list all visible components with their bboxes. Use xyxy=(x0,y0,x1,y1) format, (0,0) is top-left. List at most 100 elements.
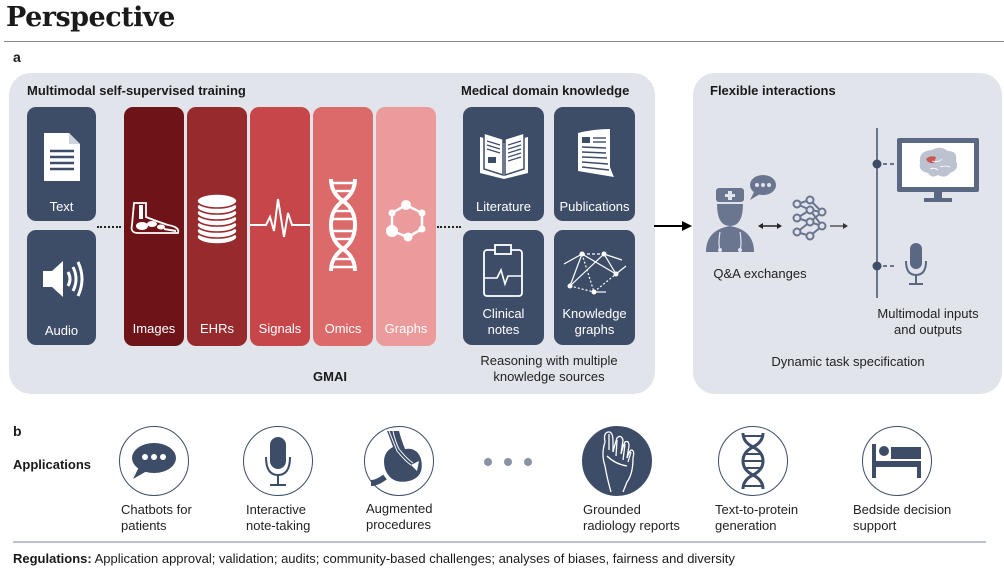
app-caption-line2: procedures xyxy=(366,517,432,532)
knowledge-caption-line1: Reasoning with multiple xyxy=(480,353,618,368)
qa-exchange-graphic xyxy=(706,175,848,252)
foot-xray-icon xyxy=(602,431,635,492)
app-caption-line1: Interactive xyxy=(246,502,306,517)
modality-label-ehrs: EHRs xyxy=(200,321,234,336)
chat-bubble-icon xyxy=(132,443,176,479)
knowledge-tile-publications: Publications xyxy=(554,107,635,221)
io-caption-line1: Multimodal inputs xyxy=(877,306,979,321)
knowledge-tile-knowledge-graphs: Knowledge graphs xyxy=(554,230,635,345)
app-caption-line1: Chatbots for xyxy=(121,502,192,517)
app-bedside xyxy=(862,426,932,496)
dna-icon xyxy=(328,178,358,272)
knowledge-label-knowledge-graphs-2: graphs xyxy=(574,322,615,337)
document-icon xyxy=(44,133,80,181)
io-bus-line xyxy=(876,128,878,298)
knowledge-tile-literature: Literature xyxy=(463,107,544,221)
app-caption-line2: radiology reports xyxy=(583,518,680,533)
doctor-icon xyxy=(706,188,754,252)
panel-b-label: b xyxy=(13,423,22,439)
knowledge-label-literature: Literature xyxy=(476,199,531,214)
input-label-audio: Audio xyxy=(44,323,79,338)
knowledge-caption-line2: knowledge sources xyxy=(493,369,605,384)
knowledge-caption: Reasoning with multiple knowledge source… xyxy=(463,353,635,385)
interactions-heading: Flexible interactions xyxy=(710,83,836,98)
regulations-divider xyxy=(13,541,986,543)
knowledge-tile-clinical-notes: Clinical notes xyxy=(463,230,544,345)
speech-bubble-icon xyxy=(750,175,776,200)
modality-ehrs: EHRs xyxy=(187,107,247,346)
modality-label-images: Images xyxy=(132,321,176,336)
app-caption-line2: generation xyxy=(715,518,777,533)
app-note-taking xyxy=(243,426,313,496)
input-connector xyxy=(97,226,121,228)
input-tile-text: Text xyxy=(27,107,96,221)
microphone-icon xyxy=(265,437,291,486)
modality-signals: Signals xyxy=(250,107,310,346)
open-book-icon xyxy=(480,131,528,179)
clipboard-icon xyxy=(483,244,523,297)
more-ellipsis-icon xyxy=(484,458,532,466)
knowledge-heading: Medical domain knowledge xyxy=(461,83,630,98)
qa-label: Q&A exchanges xyxy=(713,266,807,281)
microphone-icon xyxy=(905,243,927,285)
app-text-to-protein xyxy=(718,426,788,496)
modality-label-signals: Signals xyxy=(258,321,302,336)
io-connector-display xyxy=(872,159,897,169)
knowledge-connector xyxy=(437,226,461,228)
app-caption-line1: Grounded xyxy=(583,502,641,517)
input-tile-audio: Audio xyxy=(27,230,96,345)
dna-icon xyxy=(741,432,765,490)
bed-icon xyxy=(872,444,921,478)
neural-network-icon xyxy=(792,195,827,241)
knowledge-label-knowledge-graphs-1: Knowledge xyxy=(562,306,627,321)
regulations-text: Application approval; validation; audits… xyxy=(91,551,735,566)
app-caption-line2: patients xyxy=(121,518,167,533)
molecule-graph-icon xyxy=(386,200,426,242)
stomach-icon xyxy=(371,431,422,486)
panel-a-label: a xyxy=(13,49,21,65)
waveform-icon xyxy=(250,198,310,238)
modality-label-graphs: Graphs xyxy=(384,321,428,336)
knowledge-label-clinical-notes-1: Clinical xyxy=(482,306,525,321)
flow-arrow-icon xyxy=(654,221,692,231)
gmai-label: GMAI xyxy=(313,369,347,384)
io-connector-audio xyxy=(872,261,895,271)
network-icon xyxy=(563,251,627,295)
speaker-icon xyxy=(43,261,84,297)
app-caption-line1: Bedside decision xyxy=(853,502,952,517)
app-caption-line1: Text-to-protein xyxy=(715,502,799,517)
paper-icon xyxy=(578,129,614,177)
modality-graphs: Graphs xyxy=(376,107,436,346)
knowledge-label-publications: Publications xyxy=(559,199,630,214)
app-caption-line1: Augmented xyxy=(366,501,433,516)
regulations-line: Regulations: Application approval; valid… xyxy=(13,551,735,566)
app-procedures xyxy=(364,426,434,496)
app-radiology xyxy=(582,426,652,496)
io-caption-line2: and outputs xyxy=(894,322,962,337)
input-label-text: Text xyxy=(49,199,74,214)
monitor-brain-icon xyxy=(897,138,979,202)
training-heading: Multimodal self-supervised training xyxy=(27,83,246,98)
modality-omics: Omics xyxy=(313,107,373,346)
io-caption: Multimodal inputs and outputs xyxy=(868,306,988,338)
interactions-footer: Dynamic task specification xyxy=(771,354,925,369)
app-caption-line2: support xyxy=(853,518,897,533)
regulations-label: Regulations: xyxy=(13,551,92,566)
modality-images: Images xyxy=(124,107,184,346)
app-caption-line2: note-taking xyxy=(246,518,311,533)
title-divider xyxy=(4,41,1004,42)
database-icon xyxy=(196,193,238,245)
bidirectional-arrow-icon xyxy=(758,223,782,229)
output-arrow-icon xyxy=(830,223,848,229)
foot-xray-icon xyxy=(130,202,180,234)
applications-label: Applications xyxy=(13,457,92,472)
knowledge-label-clinical-notes-2: notes xyxy=(487,322,520,337)
app-chatbots xyxy=(119,426,189,496)
modality-label-omics: Omics xyxy=(324,321,362,336)
